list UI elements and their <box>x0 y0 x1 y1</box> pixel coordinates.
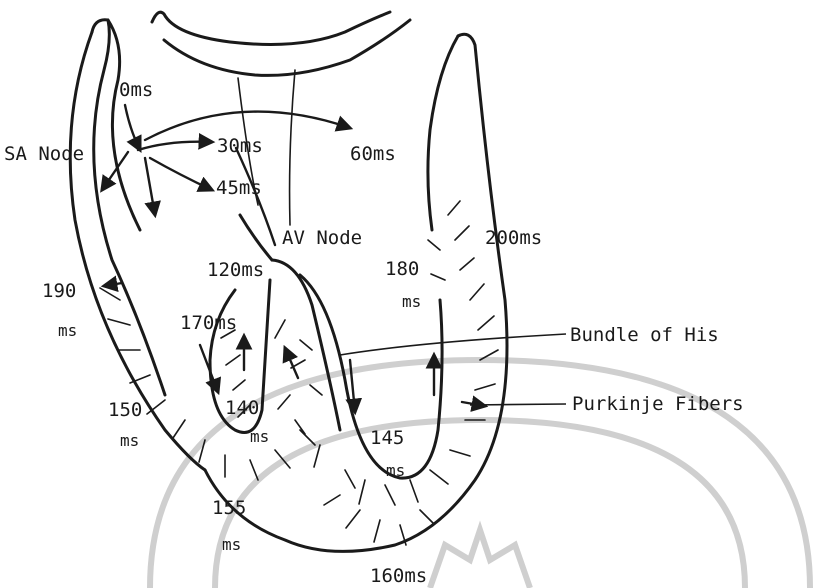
purkinje-network <box>100 201 498 545</box>
label-145: 145 <box>370 427 404 449</box>
label-140-unit: ms <box>250 427 269 446</box>
label-190: 190 <box>42 280 76 302</box>
label-155-unit: ms <box>222 535 241 554</box>
label-150-unit: ms <box>120 431 139 450</box>
label-60ms: 60ms <box>350 143 396 165</box>
label-30ms: 30ms <box>217 135 263 157</box>
label-190-unit: ms <box>58 321 77 340</box>
label-155: 155 <box>212 497 246 519</box>
label-bundle-of-his: Bundle of His <box>570 324 719 346</box>
label-140: 140 <box>225 397 259 419</box>
label-45ms: 45ms <box>216 177 262 199</box>
label-170ms: 170ms <box>180 312 237 334</box>
label-180-unit: ms <box>402 292 421 311</box>
label-sa-node: SA Node <box>4 143 84 165</box>
label-150: 150 <box>108 399 142 421</box>
label-160ms: 160ms <box>370 565 427 587</box>
label-200ms: 200ms <box>485 227 542 249</box>
label-180: 180 <box>385 258 419 280</box>
label-145-unit: ms <box>386 461 405 480</box>
label-av-node: AV Node <box>282 227 362 249</box>
label-120ms: 120ms <box>207 259 264 281</box>
label-purkinje-fibers: Purkinje Fibers <box>572 393 744 415</box>
label-0ms: 0ms <box>119 79 153 101</box>
